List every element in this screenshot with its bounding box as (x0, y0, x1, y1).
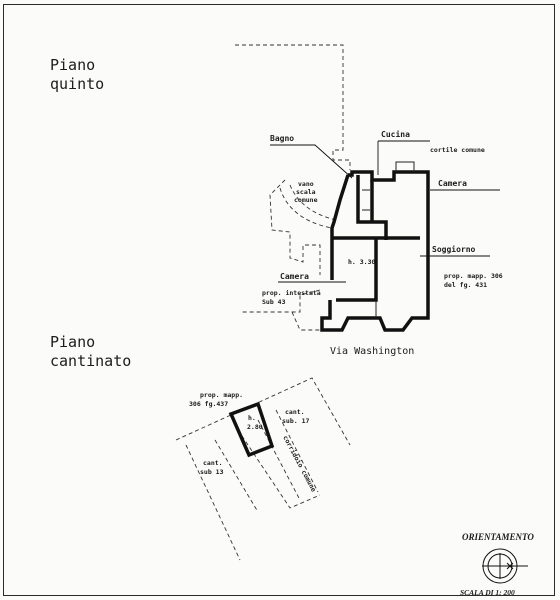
label-prop-left-line1: prop. intestata (262, 289, 321, 297)
room-label-camera-right: Camera (438, 179, 467, 188)
north-compass-icon (482, 548, 528, 584)
cellar-cant13-line2: sub 13 (200, 468, 224, 476)
label-prop-right-line1: prop. mapp. 306 (444, 272, 503, 280)
stair-label-line2: scala (296, 188, 316, 196)
stair-label-line1: vano (298, 180, 314, 188)
basement-title-line2: cantinato (50, 352, 131, 370)
orientation-label: ORIENTAMENTO (462, 532, 534, 542)
cellar-prop-line2: 306 fg.437 (189, 400, 228, 408)
cellar-cant17-line2: sub. 17 (282, 417, 309, 425)
stair-arc (279, 184, 337, 229)
label-prop-right-line2: del fg. 431 (444, 281, 487, 289)
label-prop-left-line2: Sub 43 (262, 298, 286, 306)
cellar-height-line2: 2.80 (247, 423, 263, 431)
drawing-frame (3, 4, 555, 596)
cellar-walls (228, 401, 275, 458)
scale-label: SCALA DI 1: 200 (460, 588, 515, 597)
apartment-walls (320, 161, 430, 332)
room-label-soggiorno: Soggiorno (432, 244, 476, 254)
room-label-cucina: Cucina (381, 129, 410, 139)
room-label-camera-left: Camera (280, 272, 309, 281)
basement-title-line1: Piano (50, 333, 95, 351)
basement-outline (175, 377, 351, 561)
street-label: Via Washington (330, 346, 414, 357)
upper-floor-title-line1: Piano (50, 56, 95, 74)
upper-floor-title-line2: quinto (50, 75, 104, 93)
stair-label-line3: comune (294, 196, 318, 204)
cellar-height-line1: h. (248, 414, 256, 422)
label-cortile-comune: cortile comune (430, 146, 485, 154)
upper-building-outline (235, 44, 351, 331)
room-label-bagno: Bagno (270, 134, 294, 143)
cellar-cant13-line1: cant. (203, 459, 223, 467)
leader-bagno (270, 144, 353, 179)
cellar-prop-line1: prop. mapp. (200, 391, 243, 399)
cellar-corridor-label: corridoio comune (281, 434, 317, 493)
label-height-upper: h. 3.30 (348, 258, 375, 266)
cellar-cant17-line1: cant. (285, 408, 305, 416)
